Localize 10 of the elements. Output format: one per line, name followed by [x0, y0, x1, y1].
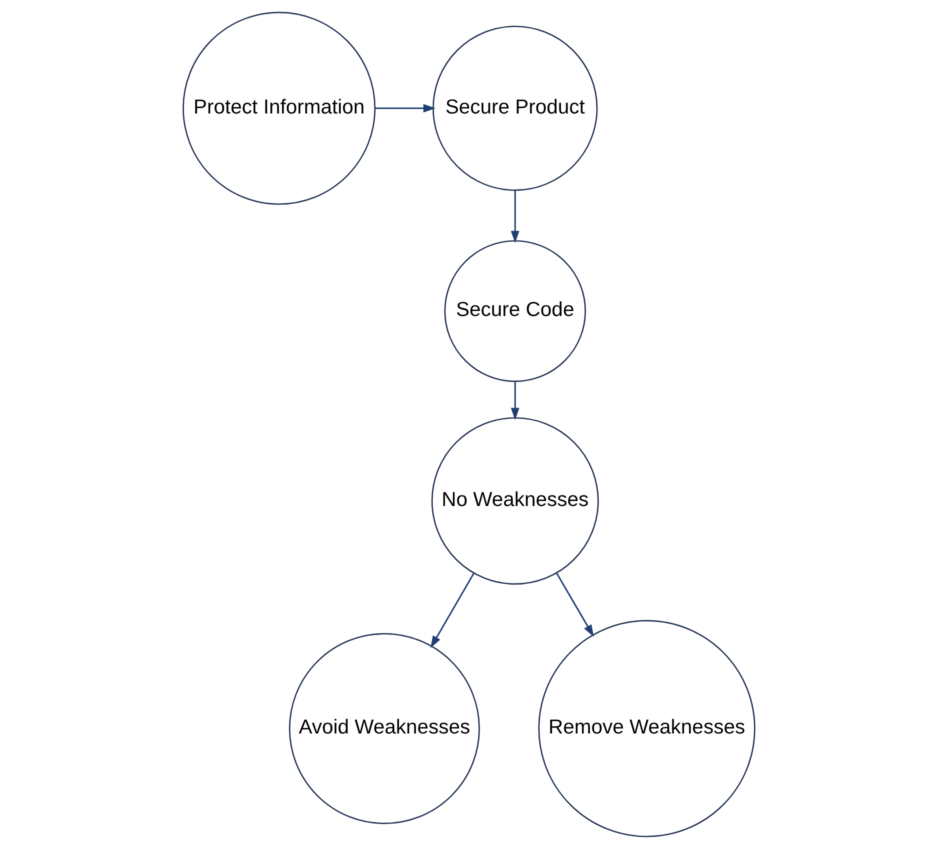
node-circle: No Weaknesses [430, 417, 598, 585]
node-circle: Secure Product [432, 26, 598, 191]
arrow [374, 104, 436, 113]
arrow [510, 190, 519, 244]
arrow [430, 572, 474, 648]
node-circle: Remove Weaknesses [538, 620, 755, 838]
arrow [510, 382, 519, 420]
arrow [555, 572, 594, 637]
node-circle: Secure Code [444, 240, 586, 382]
node-circle: Protect Information [182, 12, 376, 205]
